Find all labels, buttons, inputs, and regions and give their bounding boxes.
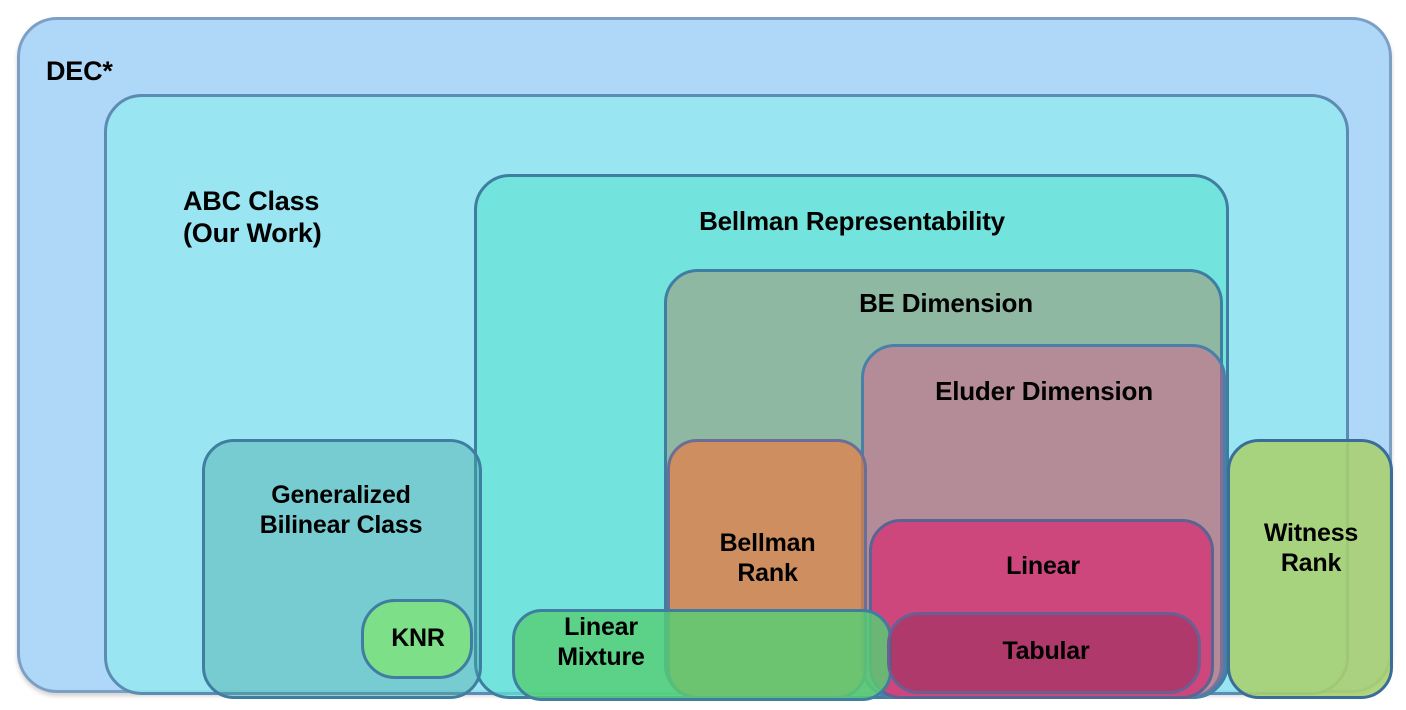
set-region-knr[interactable] — [361, 599, 473, 679]
set-region-linear-mixture[interactable] — [512, 609, 892, 701]
set-region-witness-rank[interactable] — [1227, 439, 1393, 699]
set-region-tabular[interactable] — [887, 612, 1201, 694]
